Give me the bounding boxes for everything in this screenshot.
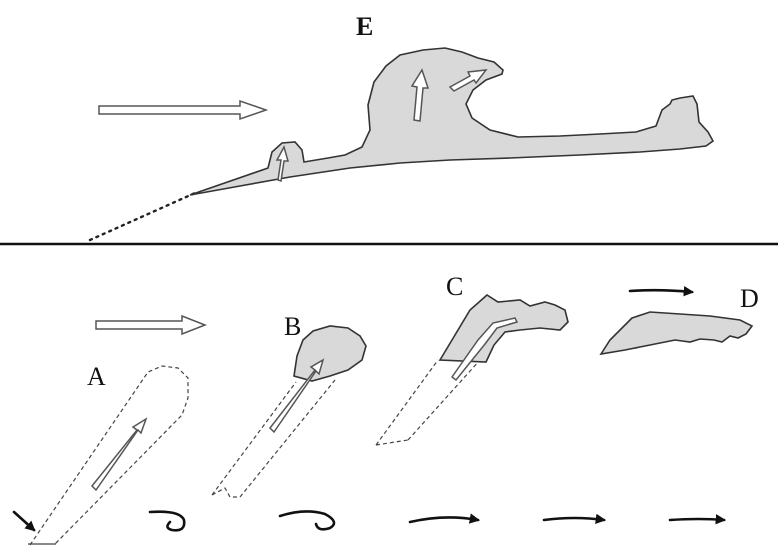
ground-flow-4 xyxy=(410,517,478,522)
cloud-c xyxy=(440,295,568,362)
updraft-arrow-a xyxy=(92,419,146,490)
label-e: E xyxy=(356,14,373,40)
label-b: B xyxy=(284,314,301,340)
ground-flow-2 xyxy=(150,512,184,531)
wind-arrow-top xyxy=(99,101,266,119)
cloud-e xyxy=(190,48,713,195)
label-c: C xyxy=(446,274,463,300)
ground-flow-1 xyxy=(14,512,34,530)
wind-flow-d xyxy=(630,290,692,292)
dotted-trail-e xyxy=(90,193,195,240)
thermal-outline-b xyxy=(212,380,335,497)
wind-arrow-bottom xyxy=(96,316,205,334)
ground-flow-6 xyxy=(670,519,724,520)
panel-e xyxy=(90,48,713,240)
cloud-d xyxy=(601,312,752,354)
label-a: A xyxy=(87,364,106,390)
label-d: D xyxy=(740,286,759,312)
thermal-outline-a xyxy=(30,366,188,545)
thermal-outline-c xyxy=(376,360,480,445)
ground-flow-3 xyxy=(280,511,334,529)
panel-lower xyxy=(14,290,752,545)
cloud-b xyxy=(294,326,366,381)
ground-flow-5 xyxy=(544,518,604,520)
